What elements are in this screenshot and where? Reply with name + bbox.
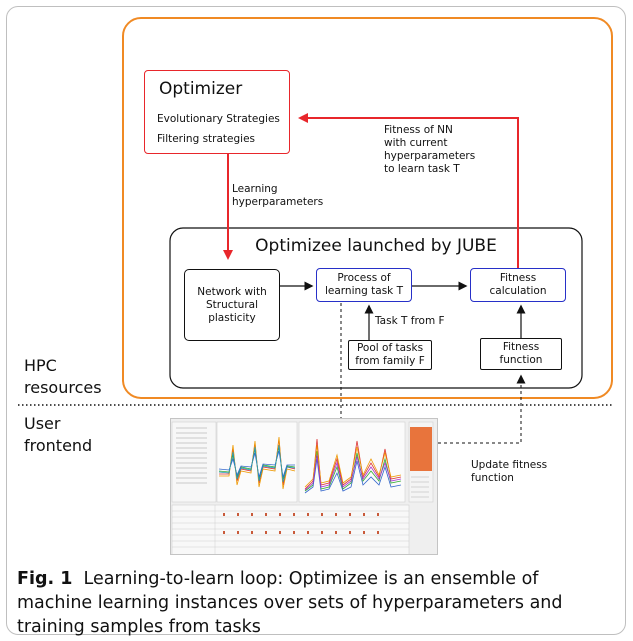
fitness-fn-line-2: function	[499, 354, 543, 366]
optimizee-title: Optimizee launched by JUBE	[255, 236, 497, 256]
optimizer-box: Optimizer Evolutionary Strategies Filter…	[144, 70, 290, 154]
user-frontend-label: User frontend	[24, 413, 92, 457]
pool-of-tasks-box: Pool of tasks from family F	[348, 340, 432, 370]
hpc-line-1: HPC	[24, 356, 57, 375]
fitness-function-box: Fitness function	[480, 338, 562, 370]
figure-caption: Fig. 1 Learning-to-learn loop: Optimizee…	[17, 567, 617, 639]
learning-hyperparameters-label: Learning hyperparameters	[232, 183, 323, 209]
task-from-label: Task T from F	[375, 315, 445, 327]
frontend-screenshot-graphic	[171, 419, 437, 554]
lh-line-2: hyperparameters	[232, 196, 324, 208]
network-line-2: Structural	[206, 298, 258, 311]
network-box: Network with Structural plasticity	[184, 269, 280, 341]
fitness-fn-line-1: Fitness	[502, 341, 540, 353]
fitness-feedback-label: Fitness of NN with current hyperparamete…	[384, 124, 475, 176]
optimizer-title: Optimizer	[159, 79, 243, 99]
update-line-2: function	[471, 472, 514, 484]
fitness-calc-line-2: calculation	[489, 285, 547, 297]
user-line-2: frontend	[24, 436, 93, 455]
ff-line-3: hyperparameters	[384, 150, 476, 162]
fitness-calculation-box: Fitness calculation	[470, 268, 566, 302]
frontend-screenshot	[170, 418, 438, 555]
process-line-1: Process of	[337, 272, 391, 284]
update-fitness-dashed-arrow	[438, 374, 526, 444]
network-line-1: Network with	[197, 285, 267, 298]
figure-frame	[6, 6, 626, 635]
optimizee-container	[169, 227, 583, 389]
lh-line-1: Learning	[232, 183, 278, 195]
hpc-resources-boundary	[122, 17, 613, 399]
network-line-3: plasticity	[208, 311, 256, 324]
caption-label: Fig. 1	[17, 569, 73, 589]
update-fitness-label: Update fitness function	[471, 459, 547, 485]
ff-line-2: with current	[384, 137, 448, 149]
pool-line-2: from family F	[355, 355, 425, 367]
process-box: Process of learning task T	[316, 268, 412, 302]
fitness-calc-line-1: Fitness	[499, 272, 537, 284]
hpc-resources-label: HPC resources	[24, 355, 102, 399]
hpc-line-2: resources	[24, 378, 102, 397]
caption-text: Learning-to-learn loop: Optimizee is an …	[17, 569, 563, 637]
user-line-1: User	[24, 414, 61, 433]
process-line-2: learning task T	[324, 285, 404, 297]
update-line-1: Update fitness	[471, 459, 548, 471]
fitness-feedback-arrow	[298, 113, 519, 268]
optimizer-filtering: Filtering strategies	[157, 133, 256, 145]
ff-line-4: to learn task T	[384, 163, 460, 175]
optimizer-evolutionary: Evolutionary Strategies	[157, 113, 280, 125]
ff-line-1: Fitness of NN	[384, 124, 453, 136]
pool-line-1: Pool of tasks	[356, 342, 424, 354]
